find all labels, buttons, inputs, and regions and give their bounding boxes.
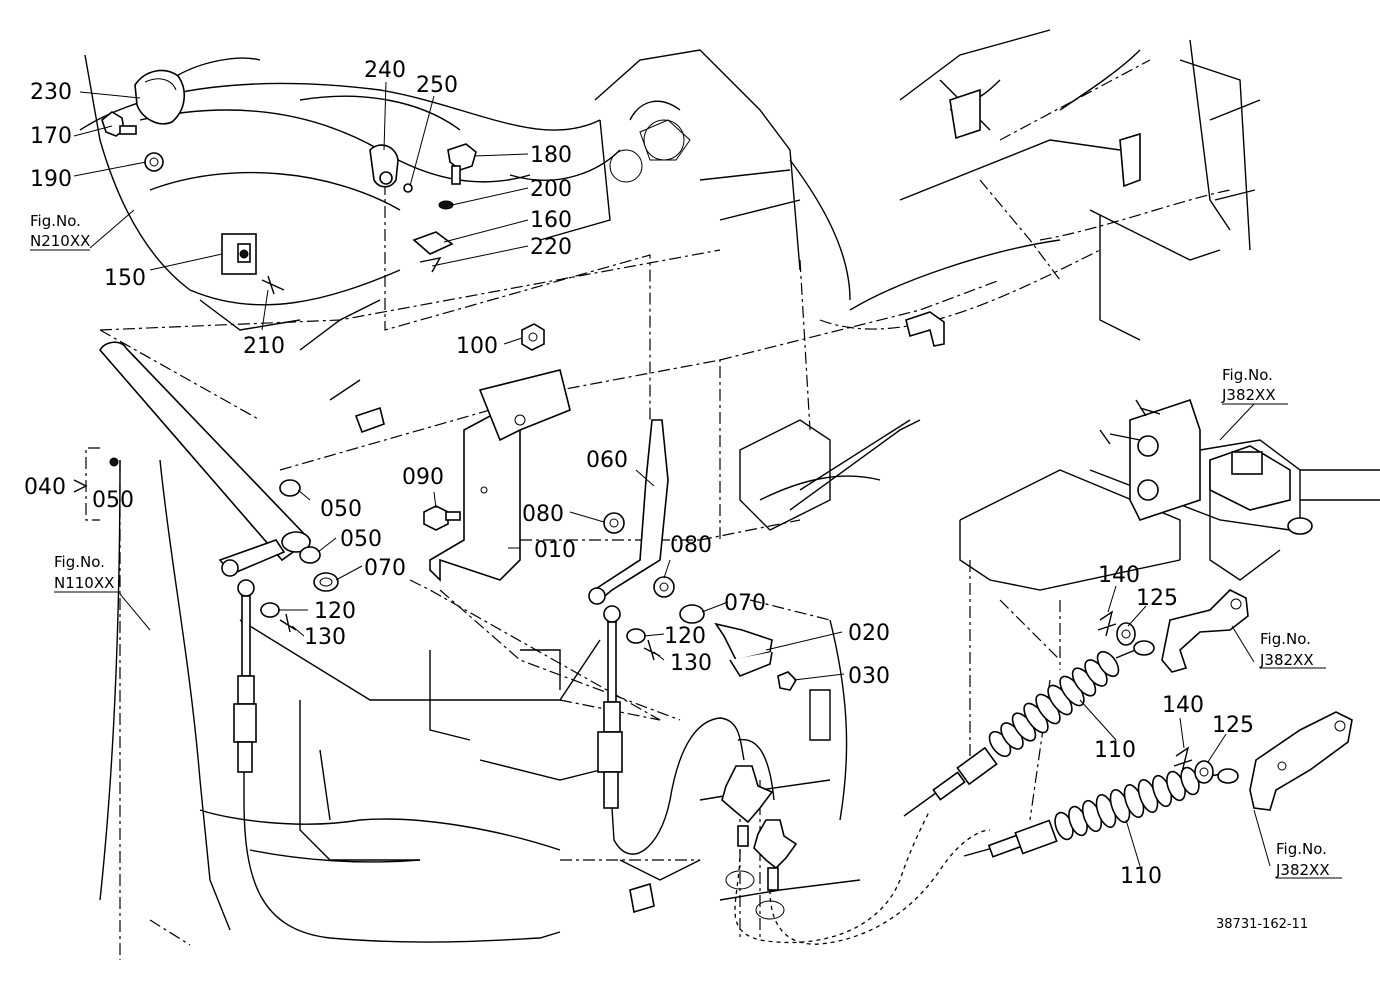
part-label: 150 xyxy=(104,266,146,291)
part-label: 110 xyxy=(1120,864,1162,889)
part-label: 130 xyxy=(670,651,712,676)
part-label: 125 xyxy=(1136,586,1178,611)
part-label: 190 xyxy=(30,167,72,192)
right-assembly-housing xyxy=(1099,398,1313,535)
part-020-plate xyxy=(714,622,773,677)
part-040-lever xyxy=(99,341,312,577)
fig-ref-code: J382XX xyxy=(1259,651,1314,669)
part-label: 070 xyxy=(364,556,406,581)
part-230-knob xyxy=(134,69,185,125)
cable-right-1 xyxy=(903,640,1155,817)
part-label: 170 xyxy=(30,124,72,149)
part-170-bolt xyxy=(101,111,137,137)
part-160-plate xyxy=(412,231,454,255)
misc-brackets xyxy=(354,88,1141,914)
fig-ref-label: Fig.No. xyxy=(1222,366,1273,384)
fig-ref-label: Fig.No. xyxy=(1276,840,1327,858)
part-030-bolt xyxy=(777,671,798,691)
part-number-labels: 230 170 190 240 250 180 200 160 220 150 … xyxy=(30,58,1254,889)
part-label: 030 xyxy=(848,664,890,689)
part-label: 240 xyxy=(364,58,406,83)
part-label: 010 xyxy=(534,538,576,563)
cable-dashed-routing xyxy=(725,809,991,945)
part-label: 220 xyxy=(530,235,572,260)
part-label: 120 xyxy=(664,624,706,649)
part-label: 230 xyxy=(30,80,72,105)
part-label: 210 xyxy=(243,334,285,359)
part-070-washer xyxy=(313,572,339,592)
part-label: 140 xyxy=(1162,693,1204,718)
part-label: 060 xyxy=(586,448,628,473)
drawing-code: 38731-162-11 xyxy=(1216,917,1308,932)
cable-grommets xyxy=(721,765,798,891)
part-label: 125 xyxy=(1212,713,1254,738)
bracket-group-labels: 040 050 xyxy=(24,475,134,513)
part-label: 180 xyxy=(530,143,572,168)
label-leaders xyxy=(73,81,1271,867)
part-250-pin xyxy=(403,183,413,193)
part-060-arm xyxy=(588,419,669,605)
part-label: 130 xyxy=(304,625,346,650)
fig-ref-code: N110XX xyxy=(54,574,114,592)
fig-ref-label: Fig.No. xyxy=(54,553,105,571)
cable-right-2 xyxy=(963,766,1239,858)
part-140-125-clips xyxy=(1097,610,1214,784)
part-label: 120 xyxy=(314,599,356,624)
fig-ref-code: J382XX xyxy=(1221,386,1276,404)
fig-ref-code: N210XX xyxy=(30,232,90,250)
part-070-washer-2 xyxy=(679,604,705,624)
part-150-clamp xyxy=(221,233,257,275)
part-240-knob xyxy=(369,144,399,188)
right-lever-arms xyxy=(1161,589,1353,811)
part-label: 110 xyxy=(1094,738,1136,763)
part-090-bolt xyxy=(423,505,461,531)
part-label: 200 xyxy=(530,177,572,202)
bellows-1 xyxy=(988,650,1120,758)
bracket-symbol-040 xyxy=(73,447,119,521)
part-050-bushings xyxy=(279,479,321,564)
cable-left-1 xyxy=(233,579,561,943)
part-label: 140 xyxy=(1098,563,1140,588)
frame-outlines xyxy=(79,29,1380,931)
part-label: 050 xyxy=(320,497,362,522)
part-label: 160 xyxy=(530,208,572,233)
part-190-washer xyxy=(144,152,164,172)
part-label: 020 xyxy=(848,621,890,646)
bellows-2 xyxy=(1054,766,1200,841)
part-180-bolt xyxy=(447,143,477,185)
part-label: 250 xyxy=(416,73,458,98)
part-label: 050 xyxy=(92,488,134,513)
part-220-clip xyxy=(419,257,442,273)
part-080-washers xyxy=(603,512,675,598)
fig-ref-label: Fig.No. xyxy=(1260,630,1311,648)
part-label: 090 xyxy=(402,465,444,490)
fig-ref-code: J382XX xyxy=(1275,861,1330,879)
part-label: 080 xyxy=(670,533,712,558)
part-label: 050 xyxy=(340,527,382,552)
part-label: 080 xyxy=(522,502,564,527)
cable-left-2 xyxy=(597,605,775,855)
part-100-nut xyxy=(521,323,545,351)
part-210-pin xyxy=(261,275,285,295)
fig-ref-label: Fig.No. xyxy=(30,212,81,230)
part-label: 100 xyxy=(456,334,498,359)
part-200-washer xyxy=(438,200,454,210)
part-label: 040 xyxy=(24,475,66,500)
figure-references: Fig.No. N210XX Fig.No. N110XX Fig.No. J3… xyxy=(30,212,1342,879)
part-label: 070 xyxy=(724,591,766,616)
part-010-bracket xyxy=(429,369,571,582)
